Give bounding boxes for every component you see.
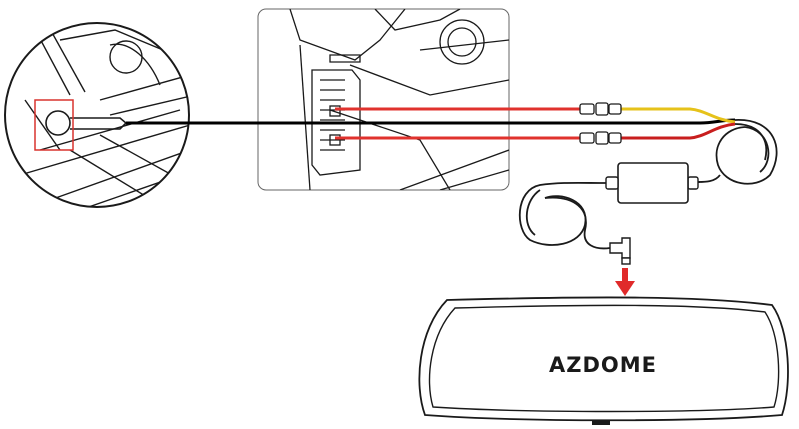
fuse-box-panel xyxy=(257,8,510,191)
brand-logo: AZDOME xyxy=(549,353,657,377)
rearview-mirror: AZDOME xyxy=(418,296,789,425)
coiled-cable-left xyxy=(518,181,611,250)
ground-highlight-box xyxy=(34,99,74,151)
battery-wire xyxy=(335,122,736,140)
coiled-cable-right xyxy=(697,119,778,185)
acc-wire xyxy=(335,107,736,124)
ground-detail-circle xyxy=(4,22,190,208)
down-arrow-icon xyxy=(615,268,635,296)
power-plug-icon xyxy=(609,237,631,265)
hardwire-converter-box xyxy=(605,162,700,204)
fuse-connector-lower xyxy=(579,131,622,145)
fuse-connector-upper xyxy=(579,102,622,116)
